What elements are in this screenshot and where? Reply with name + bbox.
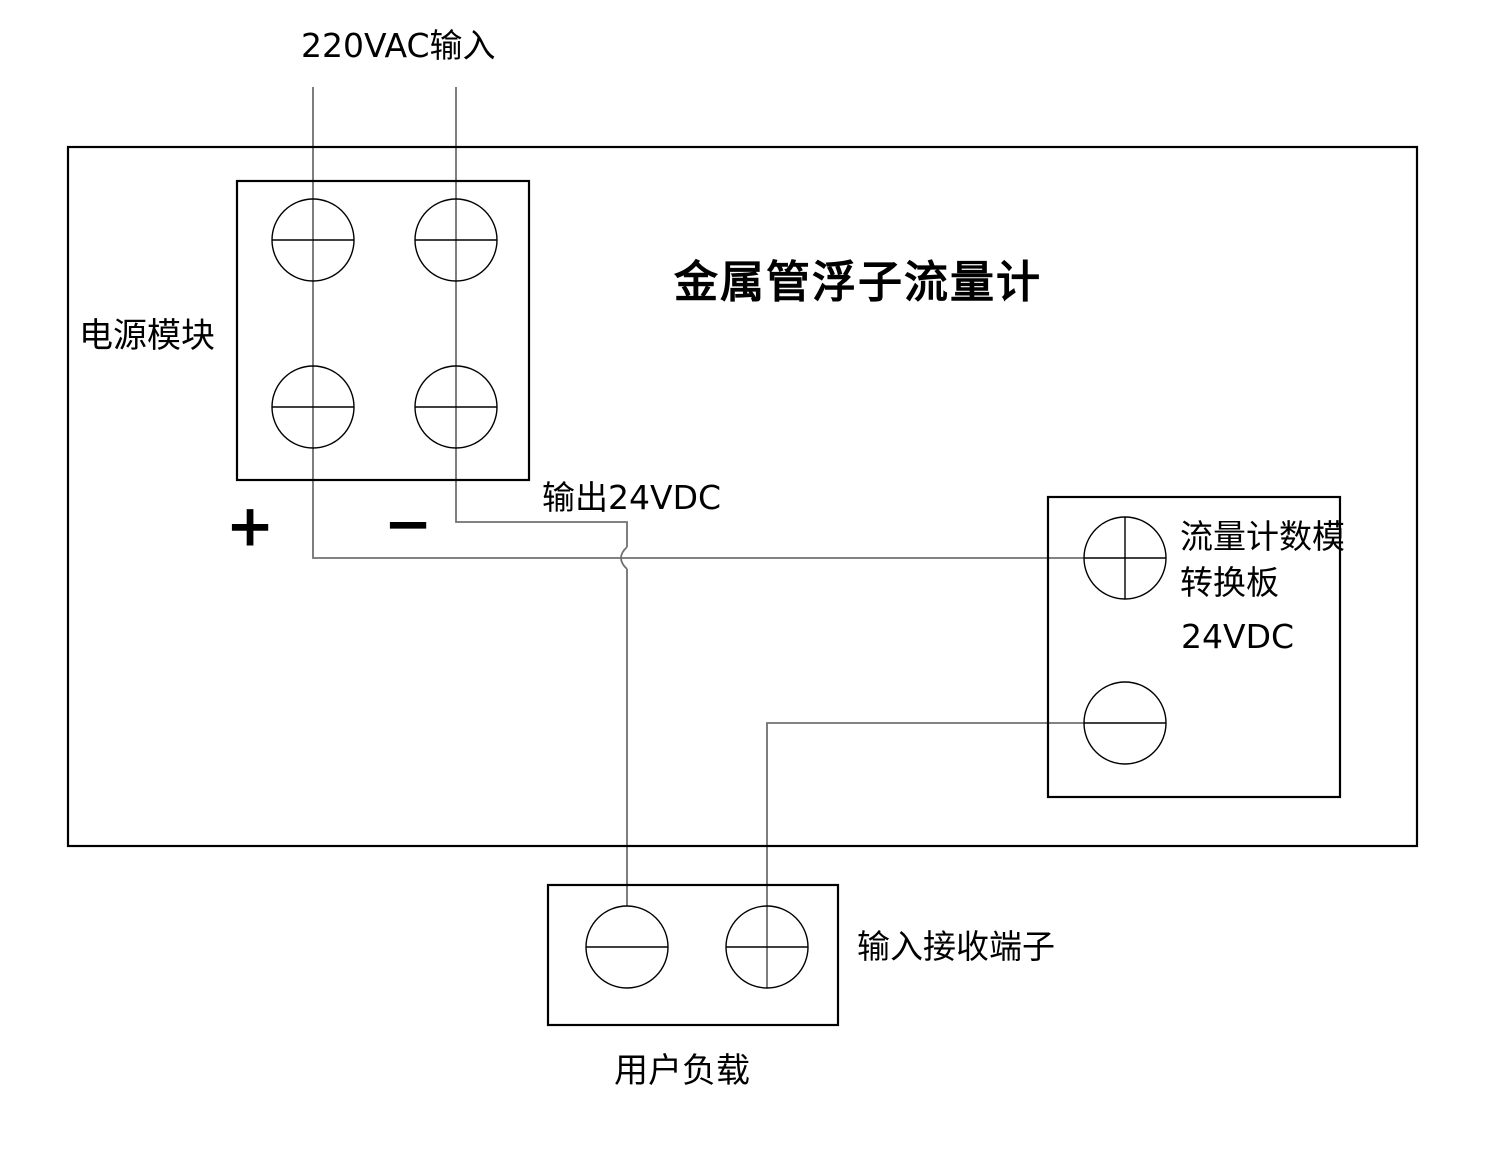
label-converter-voltage: 24VDC xyxy=(1181,617,1295,656)
label-dc-output: 输出24VDC xyxy=(542,478,722,517)
wire-converter-to-load xyxy=(766,722,1084,988)
label-input-terminal: 输入接收端子 xyxy=(857,927,1055,966)
terminals-group xyxy=(271,198,1167,989)
wire-ac-live-positive-output xyxy=(312,87,1084,559)
wire-ac-neutral-negative-output xyxy=(455,87,628,547)
flowmeter-enclosure-box xyxy=(66,145,1419,848)
label-converter-name-line2: 转换板 xyxy=(1180,563,1279,602)
plus-symbol: + xyxy=(225,491,275,560)
label-converter-name-line1: 流量计数模 xyxy=(1180,517,1345,556)
user-load-box xyxy=(546,883,840,1027)
label-ac-input: 220VAC输入 xyxy=(301,26,496,65)
label-user-load: 用户负载 xyxy=(614,1051,750,1091)
label-power-module: 电源模块 xyxy=(79,316,215,356)
power-module-box xyxy=(235,179,531,482)
wire-jump-arc xyxy=(620,546,628,570)
diagram-title: 金属管浮子流量计 xyxy=(674,257,1042,308)
boxes-group xyxy=(66,145,1419,1027)
label-converter-name: 流量计数模 转换板 xyxy=(1180,514,1345,606)
minus-symbol: − xyxy=(383,489,433,558)
converter-board-box xyxy=(1046,495,1342,799)
converter-terminal-top-cross xyxy=(1084,517,1166,599)
wires-group xyxy=(312,87,1084,988)
